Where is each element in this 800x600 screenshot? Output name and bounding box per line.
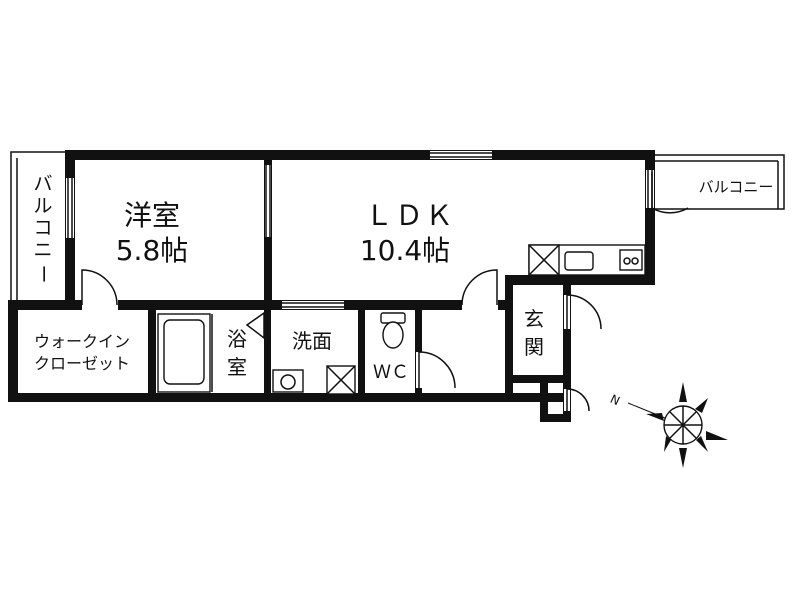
- balcony-right-label: バルコニー: [699, 178, 774, 196]
- western-room-size: 5.8帖: [116, 234, 189, 267]
- svg-text:ニ: ニ: [33, 239, 52, 261]
- svg-text:ル: ル: [33, 195, 52, 217]
- wc-label: ＷＣ: [373, 362, 409, 383]
- doors: [81, 172, 689, 412]
- bath-label-1: 浴: [227, 327, 247, 351]
- entrance-label-1: 玄: [524, 307, 544, 331]
- balcony-left-label: バ ル コ ニ ー: [32, 173, 54, 284]
- western-room-name: 洋室: [124, 199, 180, 232]
- window-east: [646, 170, 654, 208]
- ldk-name: ＬＤＫ: [365, 199, 455, 232]
- washbasin: [272, 369, 304, 393]
- washer-pan: [326, 365, 356, 395]
- svg-text:コ: コ: [33, 217, 52, 239]
- compass-north-label: N: [608, 392, 622, 408]
- bathtub: [157, 313, 213, 393]
- toilet: [380, 312, 406, 349]
- sliding-door-western-ldk: [265, 165, 271, 237]
- bath-label-2: 室: [227, 355, 247, 379]
- kitchen: [528, 244, 646, 276]
- ldk-size: 10.4帖: [360, 234, 450, 267]
- washroom-label: 洗面: [292, 329, 332, 353]
- window-west: [66, 178, 74, 238]
- svg-text:ー: ー: [32, 264, 54, 283]
- svg-text:バ: バ: [33, 173, 52, 195]
- walk-in-closet-line1: ウォークイン: [34, 332, 130, 351]
- entrance-label-2: 関: [524, 335, 544, 359]
- walk-in-closet-line2: クローゼット: [34, 354, 130, 373]
- compass-icon: [627, 382, 728, 468]
